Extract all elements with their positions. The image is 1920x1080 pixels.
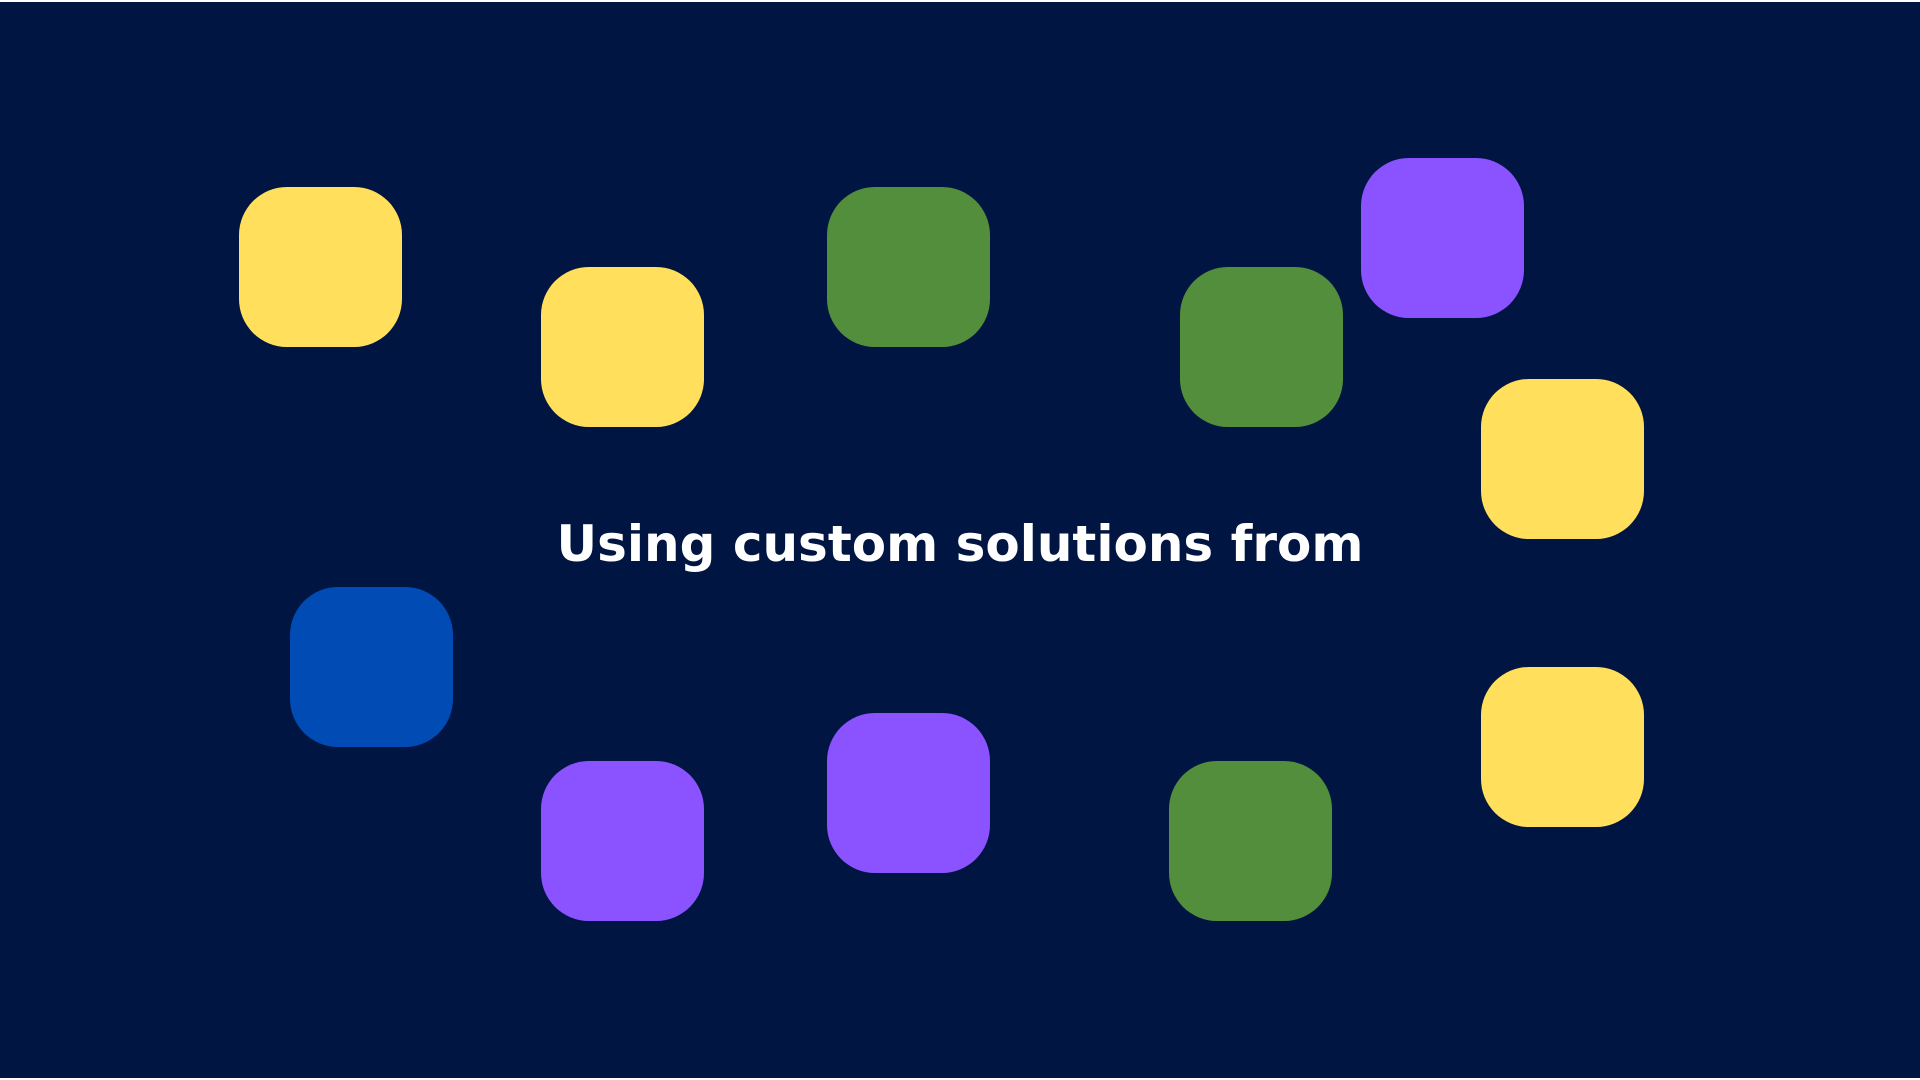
tile-yellow-2 bbox=[541, 267, 704, 427]
tile-yellow-4 bbox=[1481, 667, 1644, 827]
tile-yellow-1 bbox=[239, 187, 402, 347]
tile-green-1 bbox=[827, 187, 990, 347]
tile-purple-2 bbox=[541, 761, 704, 921]
tile-purple-3 bbox=[827, 713, 990, 873]
tile-green-2 bbox=[1180, 267, 1343, 427]
tile-green-3 bbox=[1169, 761, 1332, 921]
tile-purple-1 bbox=[1361, 158, 1524, 318]
slide-caption: Using custom solutions from bbox=[556, 515, 1364, 573]
tile-blue-1 bbox=[290, 587, 453, 747]
tile-yellow-3 bbox=[1481, 379, 1644, 539]
